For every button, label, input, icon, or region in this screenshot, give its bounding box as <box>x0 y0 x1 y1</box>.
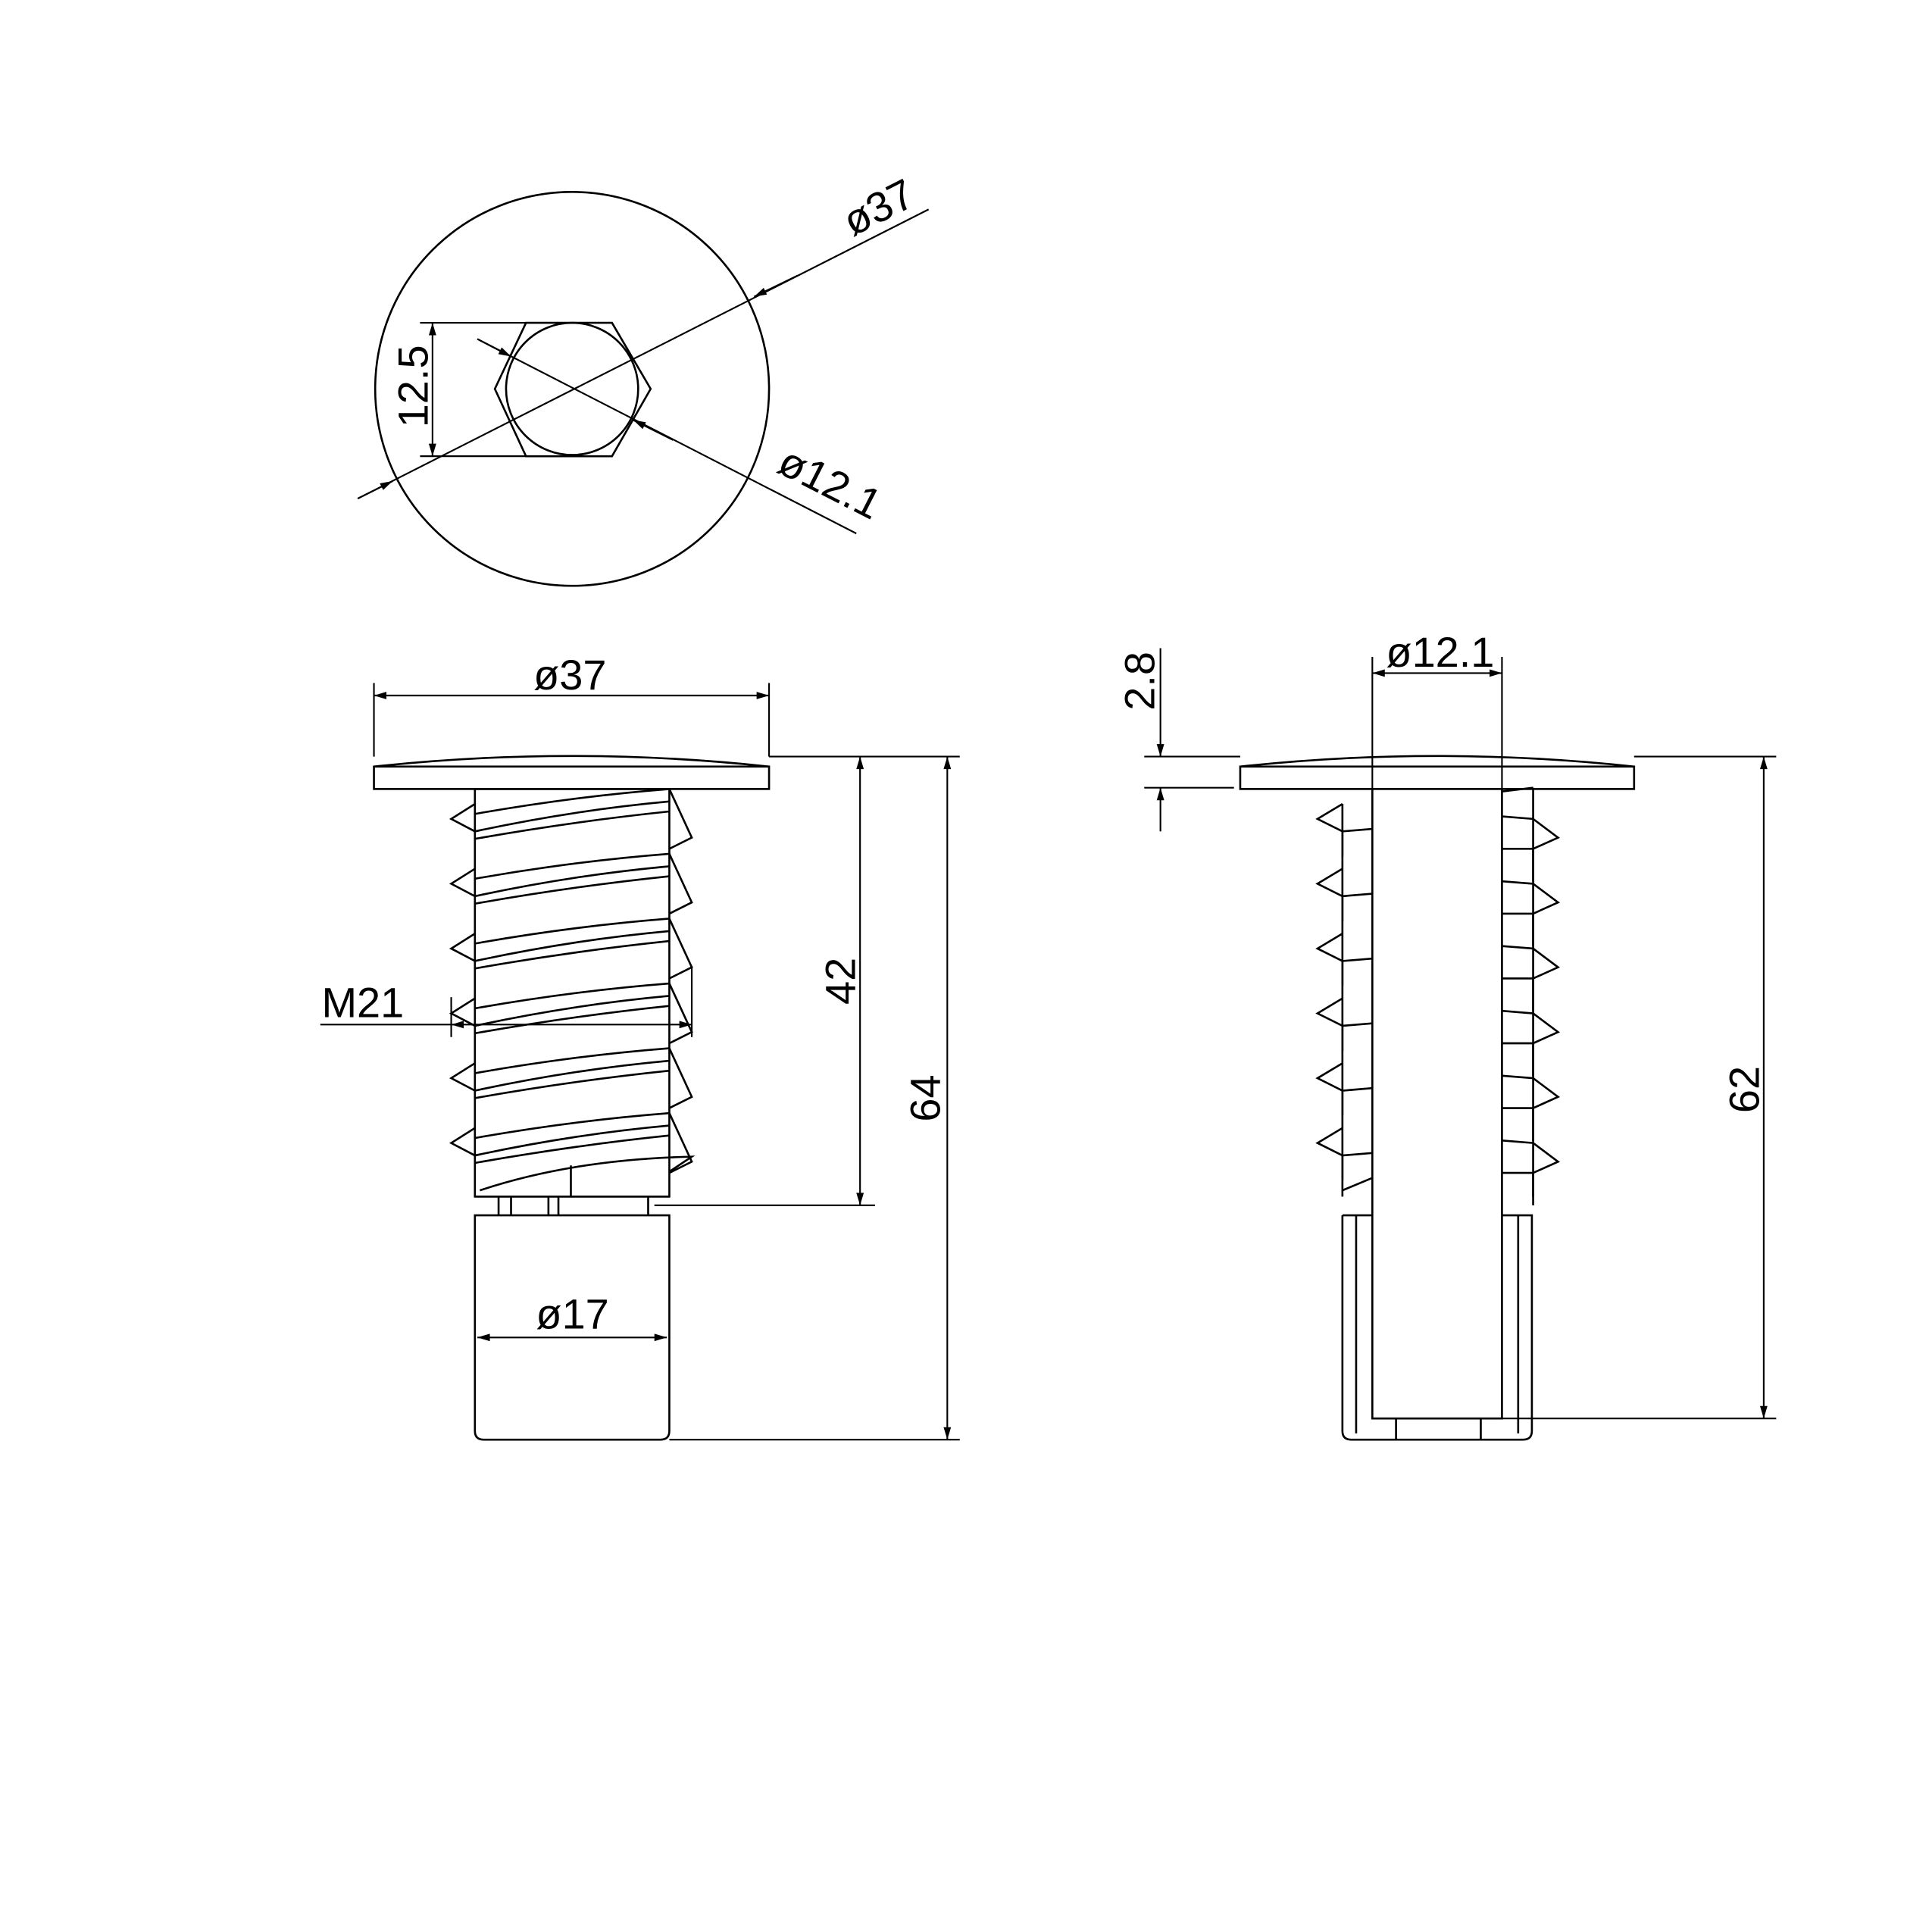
dim-line-outer-diameter <box>357 208 930 500</box>
label-side-length: 62 <box>1720 1066 1768 1113</box>
thread-tooth-right <box>1502 1009 1561 1076</box>
thread-tooth-right <box>1502 1140 1561 1205</box>
label-head-diameter: ø37 <box>533 651 606 699</box>
label-thread-length: 42 <box>817 958 864 1005</box>
thread-crest-right <box>474 982 693 1045</box>
thread-crest-left <box>449 1059 670 1092</box>
arrow-inner-a <box>477 338 512 358</box>
thread-profile <box>1315 786 1561 1205</box>
lower-cylinder <box>474 1214 671 1441</box>
head-dome <box>1240 755 1634 768</box>
lower-sleeve <box>1341 1214 1533 1441</box>
top-view: ø37 ø12.1 12.5 <box>357 169 930 587</box>
thread-tooth-left <box>1315 803 1373 857</box>
thread-flank <box>474 1134 670 1165</box>
thread-crest-right <box>474 1047 693 1109</box>
thread-profile <box>449 788 696 1197</box>
thread-tooth-right <box>1502 1074 1561 1141</box>
thread-crest-right <box>474 788 693 850</box>
thread-flank <box>474 939 670 970</box>
arrow-outer-a <box>357 480 393 500</box>
label-total-length: 64 <box>901 1074 949 1121</box>
thread-crest-left <box>449 865 670 898</box>
label-hex-height: 12.5 <box>389 345 436 427</box>
head-flange <box>373 765 771 790</box>
neck-collar <box>474 1196 670 1216</box>
thread-flank <box>474 1069 670 1099</box>
thread-tooth-left <box>1315 1062 1373 1116</box>
thread-tooth-left <box>1315 1127 1373 1180</box>
arrow-outer-b <box>753 274 799 298</box>
label-thread-size: M21 <box>321 978 404 1026</box>
outer-circle <box>374 191 771 587</box>
thread-crest-right <box>474 852 693 915</box>
head-flange <box>1239 765 1636 790</box>
thread-flank <box>474 810 670 840</box>
label-inner-diameter: ø12.1 <box>771 436 889 528</box>
thread-flank <box>474 875 670 905</box>
thread-crest-left <box>449 800 670 833</box>
thread-crest-left <box>449 995 670 1027</box>
front-view: ø37 42 64 M21 ø17 <box>320 651 960 1441</box>
label-outer-diameter: ø37 <box>835 169 921 245</box>
arrow-inner-b <box>633 419 674 441</box>
thread-tooth-left <box>1315 997 1373 1051</box>
side-view: ø12.1 2.8 62 <box>1115 628 1777 1441</box>
thread-flank <box>474 1005 670 1035</box>
thread-crest-left <box>449 930 670 962</box>
thread-tooth-right <box>1502 945 1561 1011</box>
label-lower-diameter: ø17 <box>536 1290 608 1338</box>
thread-tooth-right <box>1502 815 1561 882</box>
center-bore <box>1371 788 1503 1420</box>
thread-tooth-right <box>1502 880 1561 946</box>
thread-crest-right <box>474 1111 693 1174</box>
thread-root-lines <box>1341 786 1534 1197</box>
label-head-thickness: 2.8 <box>1115 652 1163 711</box>
inner-bore-circle <box>505 321 639 456</box>
thread-runout <box>479 1155 696 1197</box>
thread-tooth-left <box>1315 933 1373 986</box>
head-dome <box>374 755 770 768</box>
thread-crest-left <box>449 1124 670 1157</box>
thread-tooth-left <box>1315 868 1373 921</box>
label-bore-diameter: ø12.1 <box>1386 628 1494 676</box>
thread-crest-right <box>474 918 693 980</box>
